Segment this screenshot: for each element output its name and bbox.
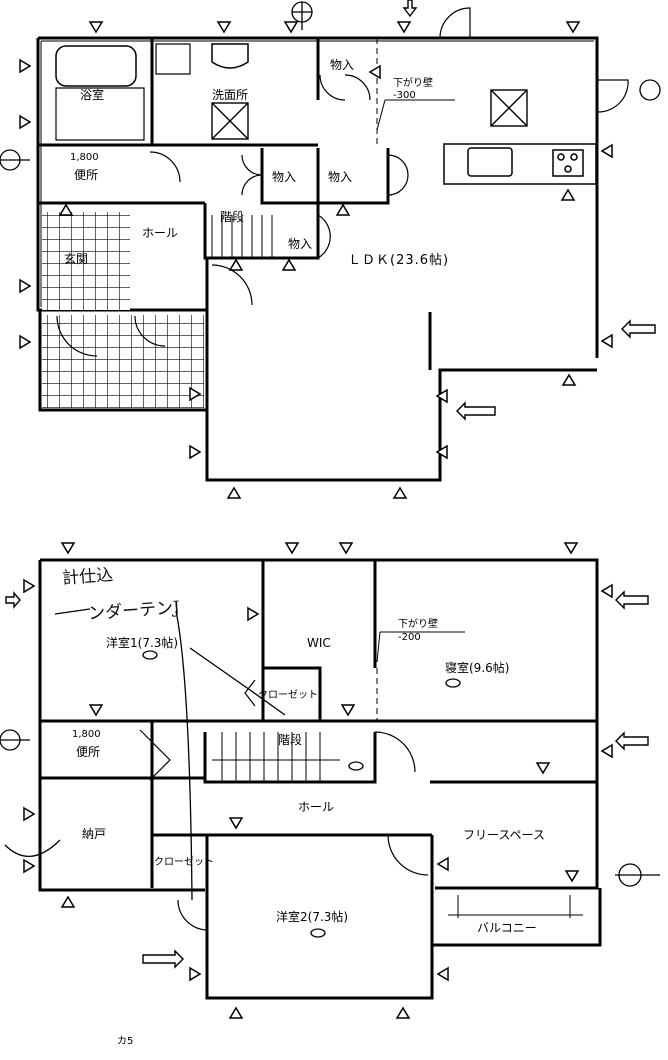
window-markers-2f xyxy=(23,542,613,1019)
handwritten-note-1: 計仕込 xyxy=(61,565,114,589)
room-label-wic: WIC xyxy=(307,636,331,650)
sink xyxy=(211,43,249,69)
room-label-storage-c: 物入 xyxy=(328,170,353,184)
genkan-tile xyxy=(42,212,130,310)
room-label-hall2: ホール xyxy=(298,800,335,814)
vent-washroom xyxy=(211,102,249,140)
room-label-stairs1: 階段 xyxy=(220,210,245,224)
outer-wall-2f-left xyxy=(38,560,205,892)
vent-ldk xyxy=(490,89,528,127)
outer-wall-2f xyxy=(40,558,599,890)
handwritten-marks xyxy=(4,608,286,901)
compass-icon xyxy=(291,1,313,30)
room-label-closet1: クローゼット xyxy=(258,690,318,701)
footer-mark: カ5 xyxy=(117,1036,134,1047)
room-label-toilet1: 便所 xyxy=(74,168,99,182)
floor-1-walls xyxy=(36,36,599,482)
outer-wall-left xyxy=(36,38,207,312)
balcony-rail xyxy=(448,895,583,918)
room-label-ldk: ＬＤＫ(23.6帖) xyxy=(348,253,450,268)
meter-icons xyxy=(0,79,661,887)
drop-wall-value-1: -300 xyxy=(393,90,416,101)
room-label-western1: 洋室1(7.3帖) xyxy=(106,636,179,650)
stairs-2f-treads xyxy=(212,732,340,782)
drop-wall-label-1: 下がり壁 xyxy=(393,78,433,89)
room-label-balcony: バルコニー xyxy=(477,921,537,935)
room-label-washroom: 洗面所 xyxy=(212,88,249,102)
wall-closet1 xyxy=(263,666,322,721)
dimension-toilet2: 1,800 xyxy=(72,729,101,740)
room-label-bedroom: 寝室(9.6帖) xyxy=(445,661,510,675)
ceiling-light-icons xyxy=(142,650,461,938)
room-label-bath: 浴室 xyxy=(80,88,105,102)
wall-genkan-porch xyxy=(38,310,207,412)
floor-2-walls xyxy=(38,558,602,1000)
room-label-storage-a: 物入 xyxy=(330,58,355,72)
room-label-genkan: 玄関 xyxy=(64,252,89,266)
room-label-stairs2: 階段 xyxy=(278,733,303,747)
room-label-storage-d: 物入 xyxy=(288,237,313,251)
outer-wall-top-right xyxy=(38,36,599,358)
floor-1-thin xyxy=(40,38,594,307)
window-markers-1f xyxy=(19,21,613,499)
stairs-1f-treads xyxy=(211,215,273,258)
wall-stairs-2f xyxy=(203,732,377,784)
arrows-2f xyxy=(5,590,649,969)
room-label-toilet2: 便所 xyxy=(76,745,101,759)
washer-pan xyxy=(155,43,191,75)
room-label-hall1: ホール xyxy=(142,226,179,240)
room-label-nando: 納戸 xyxy=(82,827,107,841)
wall-ldk-lower xyxy=(205,258,597,482)
room-label-storage-b: 物入 xyxy=(272,170,297,184)
porch-tile xyxy=(42,315,204,408)
drop-wall-value-2: -200 xyxy=(398,632,421,643)
room-label-closet2: クローゼット xyxy=(154,857,214,868)
entry-arrows-1f xyxy=(402,0,656,421)
bathtub xyxy=(55,45,137,87)
drop-wall-label-2: 下がり壁 xyxy=(398,619,438,630)
doors-2f xyxy=(139,679,429,931)
dimension-toilet1: 1,800 xyxy=(70,152,99,163)
room-label-free-space: フリースペース xyxy=(463,828,545,842)
doors-1f xyxy=(56,7,629,357)
kitchen-counter xyxy=(443,143,597,185)
wall-balcony xyxy=(430,888,602,947)
room-label-western2: 洋室2(7.3帖) xyxy=(276,910,349,924)
